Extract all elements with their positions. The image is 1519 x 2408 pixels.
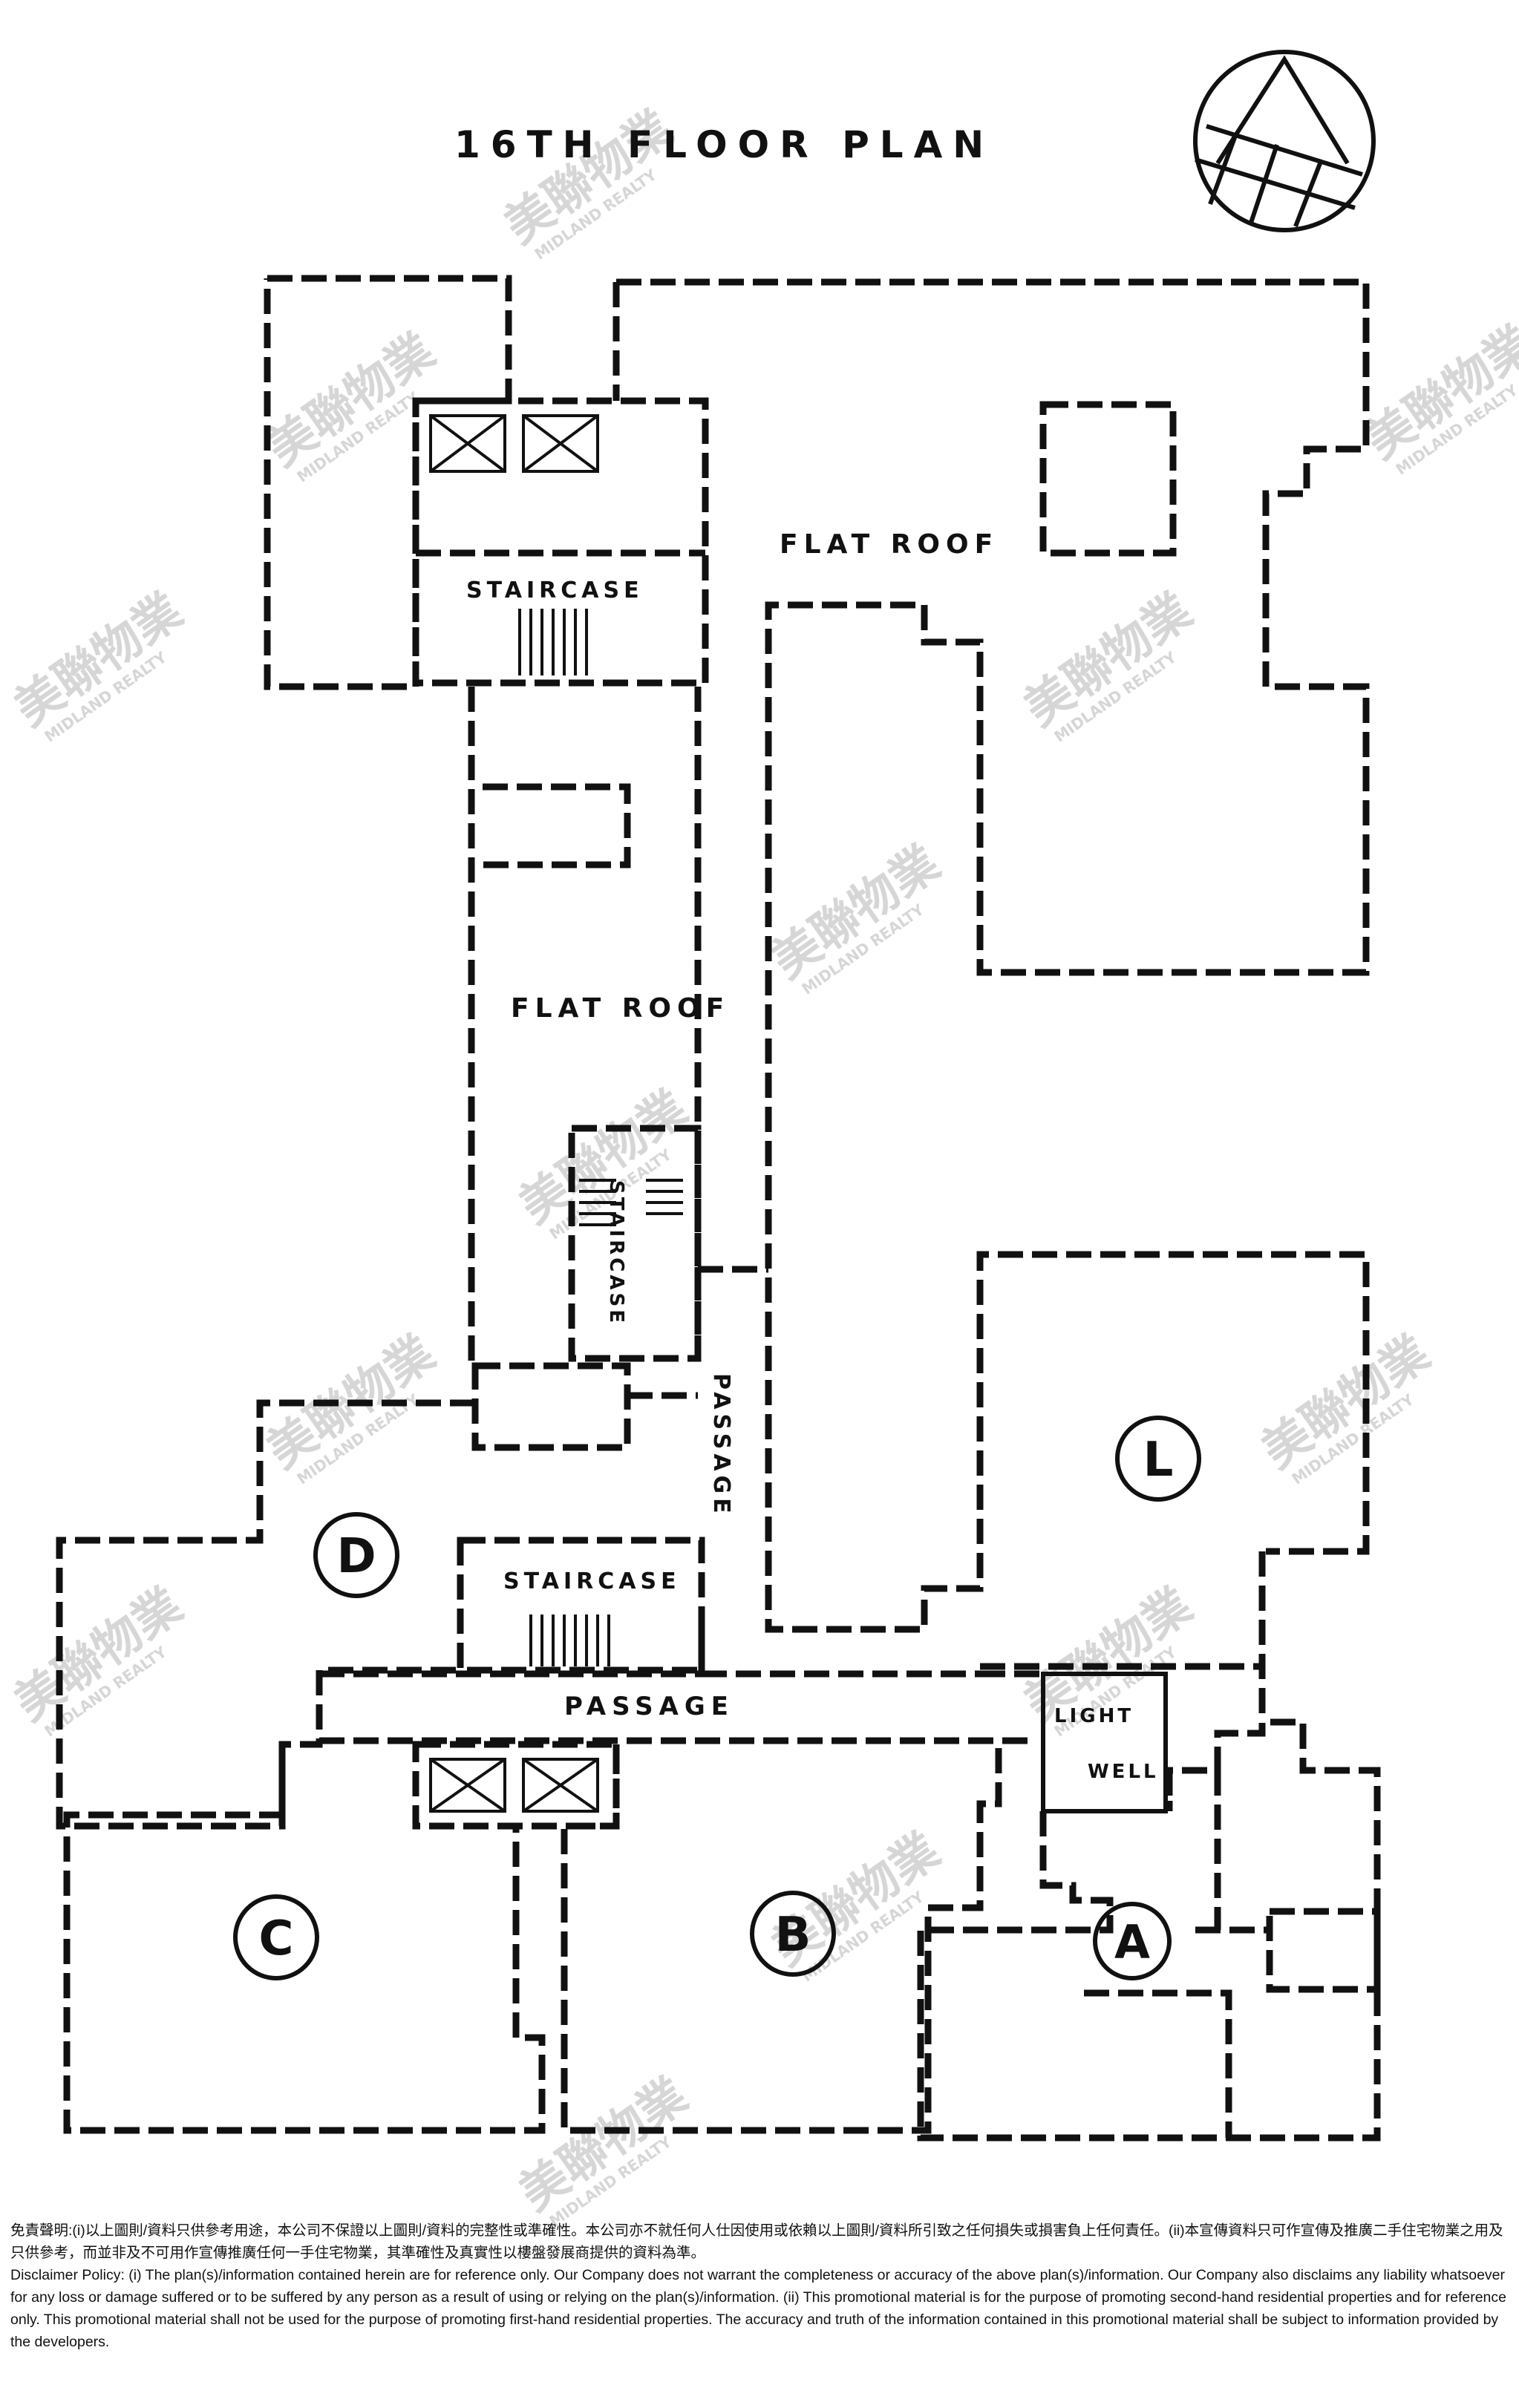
passage-label-horizontal: PASSAGE <box>564 1692 734 1721</box>
light-label: LIGHT <box>1054 1705 1134 1727</box>
central-strip: STAIRCASE <box>468 687 702 1451</box>
staircase-label-top: STAIRCASE <box>466 578 644 603</box>
staircase-label-vertical: STAIRCASE <box>605 1180 627 1326</box>
flat-roof-label-2: FLAT ROOF <box>511 993 730 1024</box>
upper-left-block: STAIRCASE <box>264 275 709 690</box>
watermark: 美聯物業 MIDLAND REALTY <box>1015 583 1202 746</box>
unit-a-marker <box>1093 1902 1172 1980</box>
unit-b-outline <box>561 1741 1002 2134</box>
unit-d-marker <box>313 1512 399 1598</box>
watermark: 美聯物業 MIDLAND REALTY <box>1252 1326 1440 1488</box>
stair-treads <box>579 1179 683 1226</box>
unit-c-label: C <box>259 1911 294 1966</box>
unit-b-marker <box>750 1891 836 1977</box>
staircase-label-mid: STAIRCASE <box>503 1568 681 1594</box>
unit-b-label: B <box>775 1908 811 1963</box>
roof-square <box>1039 401 1177 557</box>
unit-l: L <box>980 1416 1266 1722</box>
disclaimer: 免責聲明:(i)以上圖則/資料只供參考用途，本公司不保證以上圖則/資料的完整性或… <box>10 2219 1509 2353</box>
passage-label-vertical: PASSAGE <box>708 1373 734 1518</box>
unit-l-label: L <box>1143 1433 1174 1488</box>
watermark: 美聯物業 MIDLAND REALTY <box>1356 316 1519 479</box>
disclaimer-zh: 免責聲明:(i)以上圖則/資料只供參考用途，本公司不保證以上圖則/資料的完整性或… <box>10 2222 1503 2261</box>
unit-c-outline <box>63 1744 546 2134</box>
light-well: LIGHT WELL <box>1041 1672 1168 1813</box>
unit-a-label: A <box>1114 1915 1150 1969</box>
disclaimer-en: Disclaimer Policy: (i) The plan(s)/infor… <box>10 2267 1506 2350</box>
watermark: 美聯物業 MIDLAND REALTY <box>5 583 192 746</box>
staircase-mid: STAIRCASE <box>457 1537 705 1674</box>
lift-lower <box>412 1741 620 1830</box>
flat-roof-label-1: FLAT ROOF <box>780 529 999 560</box>
watermark: 美聯物業 MIDLAND REALTY <box>762 836 950 998</box>
unit-a-interior <box>1084 1770 1381 2138</box>
unit-c-marker <box>233 1894 319 1980</box>
watermark: 美聯物業 MIDLAND REALTY <box>5 1578 192 1741</box>
well-label: WELL <box>1088 1761 1159 1783</box>
horizontal-passage: PASSAGE <box>316 1629 1043 1744</box>
unit-l-marker <box>1115 1416 1201 1502</box>
plan-title: 16TH FLOOR PLAN <box>454 123 994 166</box>
north-arrow-icon <box>1193 50 1376 232</box>
watermark: 美聯物業 MIDLAND REALTY <box>258 1326 445 1488</box>
watermark: 美聯物業 MIDLAND REALTY <box>258 324 445 486</box>
unit-a-outline <box>917 1718 1381 2142</box>
stair-treads <box>518 609 588 675</box>
unit-d-label: D <box>336 1529 376 1584</box>
upper-right-flat-roof <box>616 278 1370 1633</box>
